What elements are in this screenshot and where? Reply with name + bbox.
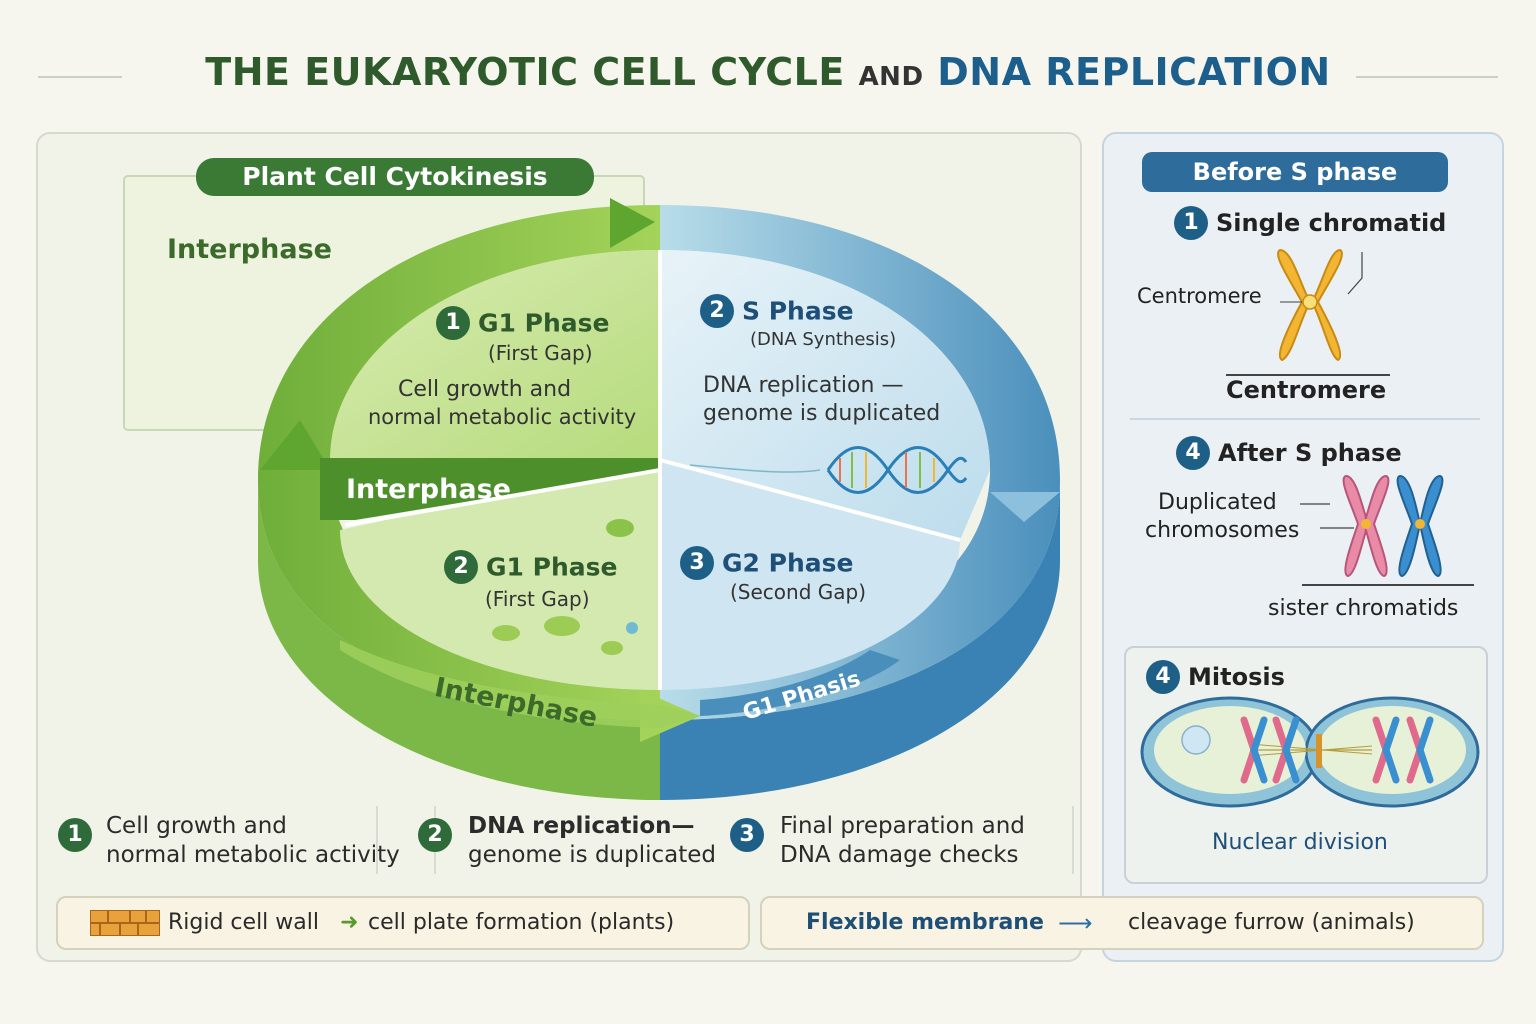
title-part-cell-cycle: THE EUKARYOTIC CELL CYCLE bbox=[205, 50, 845, 94]
nuclear-division-caption: Nuclear division bbox=[1212, 830, 1388, 855]
s-phase-line2: genome is duplicated bbox=[703, 401, 941, 426]
sister-rule bbox=[1302, 584, 1474, 586]
s-phase-title: S Phase bbox=[742, 296, 854, 326]
wedge-g1-lower bbox=[340, 460, 660, 690]
g2-phase-subtitle: (Second Gap) bbox=[730, 580, 867, 604]
animal-comparison-bold: Flexible membrane bbox=[806, 910, 1044, 935]
duplicated-chromosomes-illustration bbox=[1300, 474, 1444, 578]
right-divider-1 bbox=[1130, 418, 1480, 420]
disk-side-blue bbox=[660, 480, 1060, 800]
legend-line2-3: DNA damage checks bbox=[780, 842, 1019, 868]
organelle-5 bbox=[626, 622, 638, 634]
g1-lower-number: 2 bbox=[444, 550, 478, 584]
after-s-phase-number: 4 bbox=[1176, 436, 1210, 470]
legend-number-2: 2 bbox=[418, 818, 452, 852]
g1-lower-title: G1 Phase bbox=[486, 552, 618, 582]
organelle-4 bbox=[601, 641, 623, 655]
mitosis-title: Mitosis bbox=[1188, 663, 1285, 691]
interphase-top-label: Interphase bbox=[167, 234, 332, 265]
outer-ring-blue bbox=[660, 205, 1060, 720]
title-rule-left bbox=[38, 76, 122, 78]
legend-number-3: 3 bbox=[730, 818, 764, 852]
animal-comparison-box: Flexible membrane ⟶ cleavage furrow (ani… bbox=[760, 896, 1484, 950]
dna-helix-icon bbox=[689, 446, 968, 494]
single-chromatid-title: Single chromatid bbox=[1216, 209, 1447, 237]
g1-upper-title: G1 Phase bbox=[478, 308, 610, 338]
plant-comparison-bold: Rigid cell wall bbox=[168, 910, 319, 935]
page-title: THE EUKARYOTIC CELL CYCLE AND DNA REPLIC… bbox=[0, 50, 1536, 94]
g2-phase-number: 3 bbox=[680, 546, 714, 580]
animal-comparison-rest: cleavage furrow (animals) bbox=[1128, 910, 1415, 935]
legend-line1-1: Cell growth and bbox=[106, 813, 287, 839]
interphase-band-label: Interphase bbox=[346, 474, 511, 505]
wedge-g2-phase bbox=[660, 460, 960, 690]
g2-phase-title: G2 Phase bbox=[722, 548, 854, 578]
g1-upper-line2: normal metabolic activity bbox=[368, 405, 637, 429]
title-row: THE EUKARYOTIC CELL CYCLE AND DNA REPLIC… bbox=[0, 40, 1536, 110]
mitosis-number: 4 bbox=[1146, 660, 1180, 694]
cell-wall-icon bbox=[90, 910, 160, 936]
arrow-head-left bbox=[260, 420, 330, 470]
single-chromatid-heading: 1 Single chromatid bbox=[1174, 206, 1494, 240]
legend-line1-3: Final preparation and bbox=[780, 813, 1025, 839]
arrow-head-top bbox=[610, 198, 655, 248]
interphase-band bbox=[320, 458, 660, 520]
mitosis-illustration bbox=[1140, 696, 1480, 808]
arrow-head-right bbox=[990, 492, 1060, 522]
title-part-dna: DNA REPLICATION bbox=[937, 50, 1331, 94]
g2-phase-section: 3 G2 Phase bbox=[680, 546, 900, 580]
title-part-and: AND bbox=[858, 62, 924, 92]
plant-comparison-rest: cell plate formation (plants) bbox=[368, 910, 675, 935]
legend-divider-3 bbox=[1072, 806, 1074, 874]
wedge-divider-right bbox=[659, 458, 961, 542]
wedge-s-phase bbox=[660, 250, 990, 540]
duplicated-line1: Duplicated bbox=[1158, 490, 1277, 515]
sister-chromatids-label: sister chromatids bbox=[1268, 596, 1459, 621]
after-s-phase-heading: 4 After S phase bbox=[1176, 436, 1496, 470]
plant-arrow-icon: ➜ bbox=[340, 910, 359, 935]
wedge-g1-upper bbox=[330, 250, 660, 460]
s-phase-subtitle: (DNA Synthesis) bbox=[750, 329, 897, 350]
duplicated-line2: chromosomes bbox=[1145, 518, 1300, 543]
s-phase-section: 2 S Phase bbox=[700, 294, 920, 328]
g1-lower-section: 2 G1 Phase bbox=[444, 550, 664, 584]
g1-upper-line1: Cell growth and bbox=[398, 377, 572, 402]
s-phase-line1: DNA replication — bbox=[703, 373, 904, 398]
g1-upper-number: 1 bbox=[436, 306, 470, 340]
organelle-1 bbox=[606, 519, 634, 537]
mitosis-heading: 4 Mitosis bbox=[1146, 660, 1446, 694]
wedge-divider-left bbox=[344, 468, 661, 527]
legend-number-1: 1 bbox=[58, 818, 92, 852]
single-chromatid-number: 1 bbox=[1174, 206, 1208, 240]
interphase-arrow-band bbox=[340, 640, 700, 728]
legend-line1-2: DNA replication— bbox=[468, 813, 695, 839]
centromere-rule bbox=[1226, 374, 1390, 376]
outer-ring-green bbox=[258, 205, 660, 720]
animal-arrow-icon: ⟶ bbox=[1058, 909, 1093, 937]
g1-phasis-arrow-band bbox=[700, 650, 900, 716]
s-phase-number: 2 bbox=[700, 294, 734, 328]
centromere-side-label: Centromere bbox=[1137, 284, 1262, 308]
plant-cytokinesis-pill: Plant Cell Cytokinesis bbox=[196, 158, 594, 196]
g1-upper-section: 1 G1 Phase bbox=[436, 306, 656, 340]
g1-lower-subtitle: (First Gap) bbox=[485, 587, 590, 611]
legend-divider-1 bbox=[376, 806, 378, 874]
after-s-phase-title: After S phase bbox=[1218, 439, 1402, 467]
single-chromatid-illustration bbox=[1277, 248, 1363, 362]
legend-line2-2: genome is duplicated bbox=[468, 842, 717, 868]
legend-line2-1: normal metabolic activity bbox=[106, 842, 400, 868]
before-s-phase-pill: Before S phase bbox=[1142, 152, 1448, 192]
title-rule-right bbox=[1356, 76, 1498, 78]
plant-comparison-box: Rigid cell wall ➜ cell plate formation (… bbox=[56, 896, 750, 950]
organelle-3 bbox=[492, 625, 520, 641]
centromere-bottom-label: Centromere bbox=[1226, 376, 1387, 404]
g1-upper-subtitle: (First Gap) bbox=[488, 341, 593, 365]
organelle-2 bbox=[544, 616, 580, 636]
